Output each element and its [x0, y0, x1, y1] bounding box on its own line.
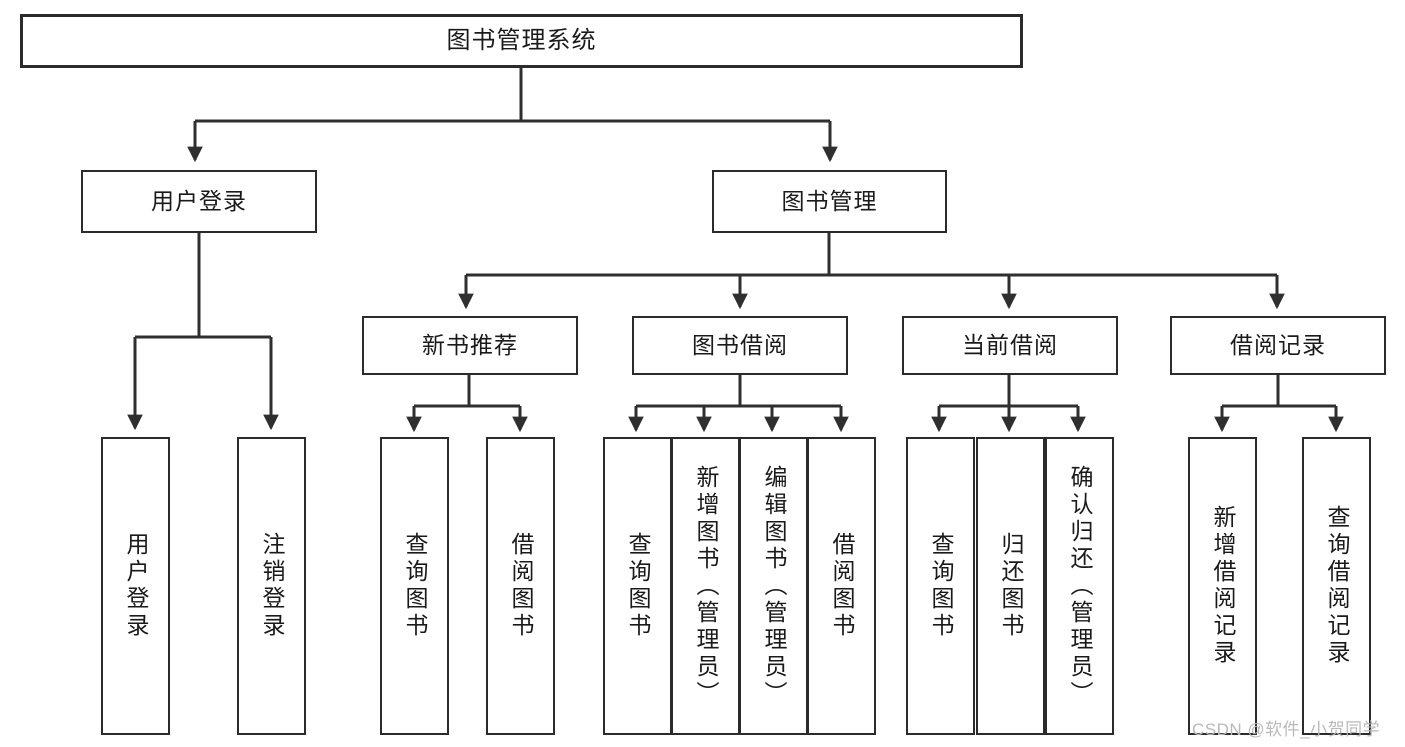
- node-leaf-borrow-book-1-label: 借阅图书: [508, 532, 534, 640]
- node-book-manage-label: 图书管理: [781, 187, 878, 214]
- node-leaf-add-book[interactable]: 新增图书（管理员）: [671, 437, 740, 735]
- node-leaf-query-book-3-label: 查询图书: [928, 532, 954, 640]
- node-leaf-query-record[interactable]: 查询借阅记录: [1302, 437, 1371, 735]
- node-new-book-rec-label: 新书推荐: [422, 331, 518, 358]
- node-leaf-user-logout[interactable]: 注销登录: [237, 437, 306, 735]
- node-leaf-add-record[interactable]: 新增借阅记录: [1188, 437, 1257, 735]
- node-leaf-query-book-2[interactable]: 查询图书: [603, 437, 672, 735]
- node-user-login[interactable]: 用户登录: [81, 170, 317, 233]
- node-current-borrow[interactable]: 当前借阅: [902, 316, 1118, 375]
- node-leaf-query-book-1-label: 查询图书: [402, 532, 428, 640]
- node-book-manage[interactable]: 图书管理: [712, 170, 947, 233]
- watermark-text: CSDN @软件_小贺同学: [1192, 720, 1381, 739]
- node-leaf-borrow-book-1[interactable]: 借阅图书: [486, 437, 555, 735]
- node-leaf-edit-book-label: 编辑图书（管理员）: [761, 464, 787, 708]
- node-leaf-borrow-book-2-label: 借阅图书: [829, 532, 855, 640]
- node-leaf-query-record-label: 查询借阅记录: [1324, 505, 1350, 667]
- node-root[interactable]: 图书管理系统: [20, 14, 1023, 68]
- node-root-label: 图书管理系统: [446, 26, 597, 54]
- node-leaf-query-book-3[interactable]: 查询图书: [906, 437, 975, 735]
- node-new-book-rec[interactable]: 新书推荐: [362, 316, 578, 375]
- node-book-borrow-label: 图书借阅: [692, 331, 788, 358]
- node-borrow-record-label: 借阅记录: [1230, 331, 1326, 358]
- node-user-login-label: 用户登录: [151, 187, 247, 214]
- node-leaf-confirm-return[interactable]: 确认归还（管理员）: [1045, 437, 1114, 735]
- node-borrow-record[interactable]: 借阅记录: [1170, 316, 1386, 375]
- node-leaf-user-login-label: 用户登录: [123, 532, 149, 640]
- node-leaf-return-book[interactable]: 归还图书: [976, 437, 1045, 735]
- node-leaf-user-logout-label: 注销登录: [259, 532, 285, 640]
- node-leaf-borrow-book-2[interactable]: 借阅图书: [807, 437, 876, 735]
- node-leaf-query-book-2-label: 查询图书: [625, 532, 651, 640]
- node-leaf-user-login[interactable]: 用户登录: [101, 437, 170, 735]
- node-book-borrow[interactable]: 图书借阅: [632, 316, 848, 375]
- node-current-borrow-label: 当前借阅: [962, 331, 1058, 358]
- node-leaf-edit-book[interactable]: 编辑图书（管理员）: [739, 437, 808, 735]
- node-leaf-query-book-1[interactable]: 查询图书: [380, 437, 449, 735]
- node-leaf-confirm-return-label: 确认归还（管理员）: [1067, 464, 1093, 708]
- node-leaf-return-book-label: 归还图书: [998, 532, 1024, 640]
- node-leaf-add-book-label: 新增图书（管理员）: [693, 464, 719, 708]
- node-leaf-add-record-label: 新增借阅记录: [1210, 505, 1236, 667]
